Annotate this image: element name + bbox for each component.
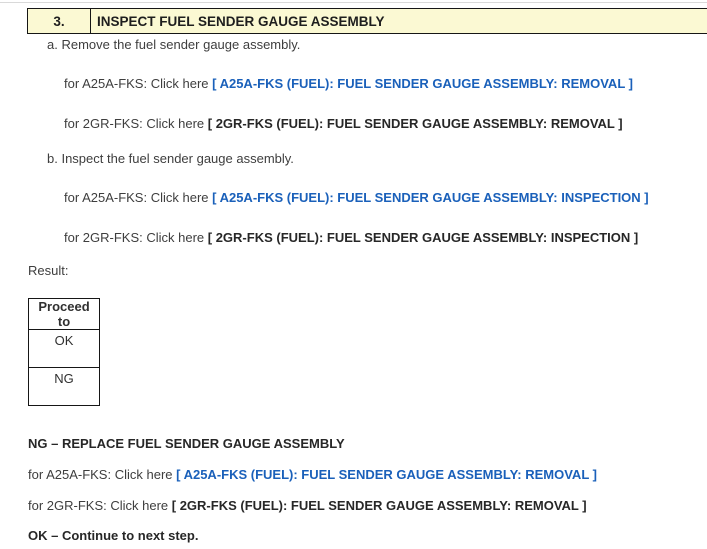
link-prefix: for 2GR-FKS: Click here	[64, 116, 208, 131]
substep-a-text: a. Remove the fuel sender gauge assembly…	[47, 37, 301, 52]
procedure-link-line: for 2GR-FKS: Click here [ 2GR-FKS (FUEL)…	[64, 116, 623, 132]
result-label: Result:	[28, 263, 69, 278]
link-prefix: for 2GR-FKS: Click here	[64, 230, 208, 245]
link-prefix: for A25A-FKS: Click here	[64, 76, 213, 91]
procedure-link-line: for A25A-FKS: Click here [ A25A-FKS (FUE…	[64, 76, 633, 92]
procedure-link-line: for A25A-FKS: Click here [ A25A-FKS (FUE…	[28, 467, 597, 483]
ok-outcome-heading: OK – Continue to next step.	[28, 528, 199, 543]
procedure-link-line: for 2GR-FKS: Click here [ 2GR-FKS (FUEL)…	[64, 230, 638, 246]
link-prefix: for 2GR-FKS: Click here	[28, 498, 172, 513]
procedure-link-line: for A25A-FKS: Click here [ A25A-FKS (FUE…	[64, 190, 649, 206]
proceed-to-header: Proceed to	[28, 298, 100, 330]
link-prefix: for A25A-FKS: Click here	[64, 190, 213, 205]
procedure-link-2gr-removal[interactable]: [ 2GR-FKS (FUEL): FUEL SENDER GAUGE ASSE…	[207, 116, 623, 131]
substep-b-text: b. Inspect the fuel sender gauge assembl…	[47, 151, 294, 166]
top-divider-line	[0, 2, 707, 3]
table-row: OK	[28, 329, 100, 368]
step-number: 3.	[27, 9, 91, 33]
outcome-link-a25a-removal[interactable]: [ A25A-FKS (FUEL): FUEL SENDER GAUGE ASS…	[176, 467, 597, 482]
table-header-row: Proceed to	[28, 298, 100, 330]
procedure-link-2gr-inspection[interactable]: [ 2GR-FKS (FUEL): FUEL SENDER GAUGE ASSE…	[207, 230, 639, 245]
ng-outcome-heading: NG – REPLACE FUEL SENDER GAUGE ASSEMBLY	[28, 436, 345, 451]
table-row: NG	[28, 367, 100, 406]
link-prefix: for A25A-FKS: Click here	[28, 467, 177, 482]
outcome-link-2gr-removal[interactable]: [ 2GR-FKS (FUEL): FUEL SENDER GAUGE ASSE…	[171, 498, 587, 513]
result-table: Proceed to OK NG	[28, 298, 100, 406]
step-title: INSPECT FUEL SENDER GAUGE ASSEMBLY	[97, 13, 385, 29]
procedure-link-a25a-inspection[interactable]: [ A25A-FKS (FUEL): FUEL SENDER GAUGE ASS…	[212, 190, 649, 205]
result-cell-ok: OK	[28, 329, 100, 368]
result-cell-ng: NG	[28, 367, 100, 406]
step-header-row: 3. INSPECT FUEL SENDER GAUGE ASSEMBLY	[27, 8, 707, 34]
procedure-link-line: for 2GR-FKS: Click here [ 2GR-FKS (FUEL)…	[28, 498, 587, 514]
procedure-link-a25a-removal[interactable]: [ A25A-FKS (FUEL): FUEL SENDER GAUGE ASS…	[212, 76, 633, 91]
